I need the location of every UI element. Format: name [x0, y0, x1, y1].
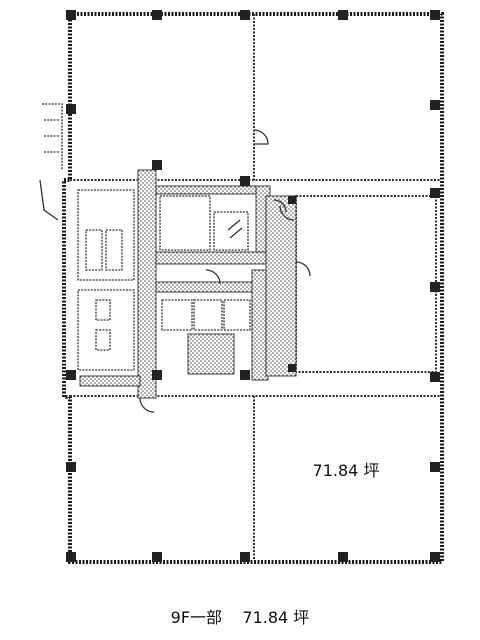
column: [430, 10, 440, 20]
toilet-stall: [95, 299, 111, 321]
exterior-stair: [42, 103, 63, 170]
elevator: [223, 299, 251, 331]
restroom: [77, 289, 135, 371]
door-swing: [273, 199, 287, 213]
core-wall: [79, 375, 141, 387]
restroom: [77, 189, 135, 281]
column: [66, 552, 76, 562]
column: [240, 370, 250, 380]
door-swing: [205, 269, 221, 285]
door-swing: [253, 129, 269, 145]
stair-hatch: [187, 333, 235, 375]
exterior-line: [39, 179, 59, 221]
core-wall: [155, 281, 267, 293]
core-wall: [155, 185, 267, 195]
core-wall: [265, 195, 297, 377]
column: [430, 282, 440, 292]
elevator: [193, 299, 223, 331]
column: [430, 188, 440, 198]
right-office: [295, 195, 437, 373]
toilet-stall: [95, 329, 111, 351]
core-room: [213, 211, 249, 251]
core-wall: [137, 169, 157, 399]
core-room: [159, 195, 211, 251]
column: [66, 104, 76, 114]
column: [66, 10, 76, 20]
door-swing: [139, 397, 155, 413]
column: [430, 552, 440, 562]
door-swing: [279, 205, 295, 221]
core-wall: [155, 251, 271, 265]
column: [240, 176, 250, 186]
elevator: [161, 299, 193, 331]
column: [338, 10, 348, 20]
column: [288, 364, 296, 372]
column: [66, 370, 76, 380]
column: [152, 370, 162, 380]
column: [152, 552, 162, 562]
column: [240, 10, 250, 20]
column: [430, 462, 440, 472]
door-swing: [295, 261, 311, 277]
caption: 9F一部 71.84 坪: [0, 604, 480, 628]
toilet-stall: [85, 229, 103, 271]
column: [240, 552, 250, 562]
column: [430, 372, 440, 382]
column: [288, 196, 296, 204]
area-label: 71.84 坪: [313, 461, 380, 480]
caption-area: 71.84 坪: [242, 608, 310, 627]
door-swing: [227, 219, 243, 239]
column: [66, 462, 76, 472]
column: [152, 160, 162, 170]
column: [430, 100, 440, 110]
toilet-stall: [105, 229, 123, 271]
column: [338, 552, 348, 562]
caption-floor: 9F一部: [170, 608, 223, 627]
column: [152, 10, 162, 20]
floor-plan: 71.84 坪: [39, 10, 444, 564]
